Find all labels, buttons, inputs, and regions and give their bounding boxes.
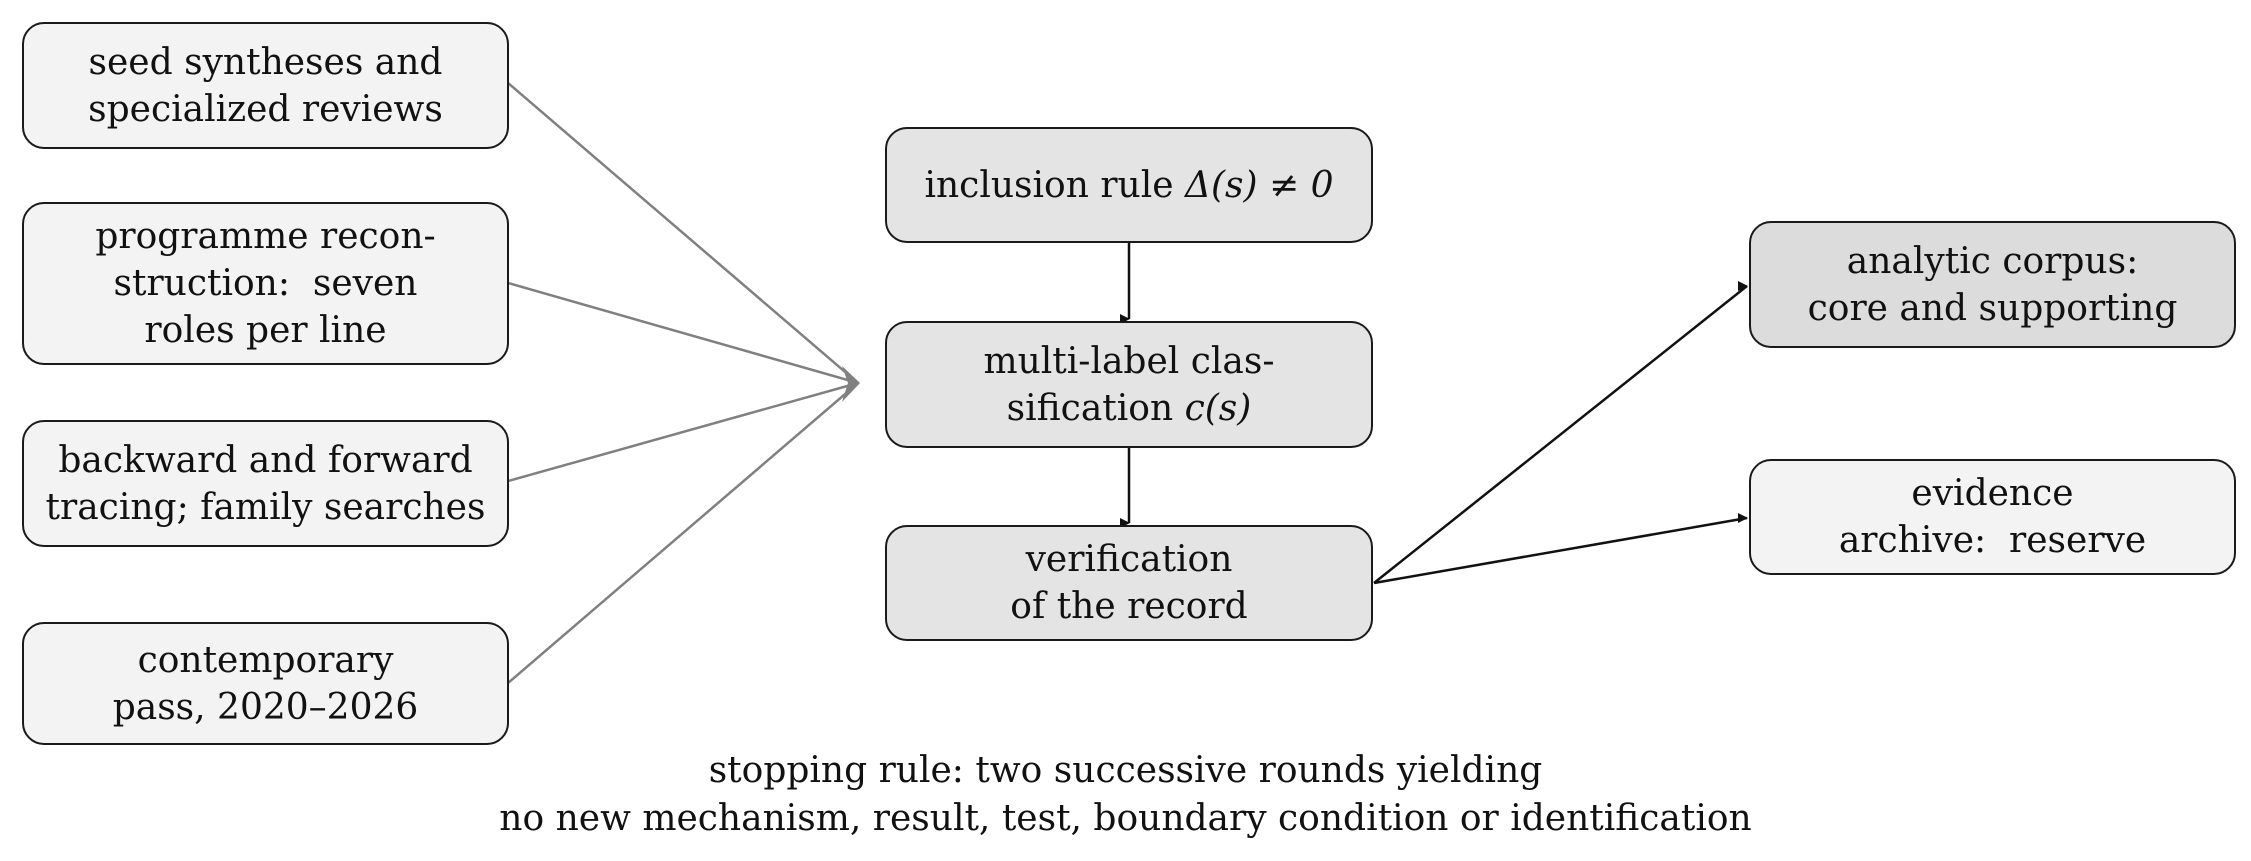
classification-node: multi-label clas- sification c(s) xyxy=(885,321,1373,448)
analytic-corpus-line-1: analytic corpus: xyxy=(1846,240,2139,282)
classification-text: sification xyxy=(1006,387,1185,429)
source-contemporary-line-1: contemporary xyxy=(137,639,394,681)
evidence-archive-line-1: evidence xyxy=(1911,473,2074,514)
source-programme-line-1: programme recon- xyxy=(95,216,436,257)
stopping-rule-line-1: stopping rule: two successive rounds yie… xyxy=(708,750,1543,791)
verification-line-2: of the record xyxy=(1010,586,1248,627)
edge-programme-to-merge xyxy=(507,281,859,385)
stopping-rule-caption: stopping rule: two successive rounds yie… xyxy=(0,747,2251,843)
analytic-corpus-node: analytic corpus: core and supporting xyxy=(1749,221,2236,348)
inclusion-rule-text: inclusion rule xyxy=(924,164,1185,206)
classification-line-2: sification c(s) xyxy=(1007,385,1252,432)
source-programme-line-3: roles per line xyxy=(144,310,387,351)
evidence-archive-node: evidence archive: reserve xyxy=(1749,459,2236,575)
evidence-archive-line-2: archive: reserve xyxy=(1838,520,2147,561)
source-backward-forward-tracing: backward and forward tracing; family sea… xyxy=(22,420,509,547)
source-seed-line-2: specialized reviews xyxy=(88,88,443,130)
edge-seed-to-merge xyxy=(507,82,859,384)
source-contemporary-line-2: pass, 2020–2026 xyxy=(112,686,419,728)
edge-verification-to-archive xyxy=(1373,513,1748,585)
source-tracing-line-1: backward and forward xyxy=(58,439,473,481)
classification-line-1: multi-label clas- xyxy=(983,340,1275,382)
source-contemporary-pass: contemporary pass, 2020–2026 xyxy=(22,622,509,745)
inclusion-rule-node: inclusion rule Δ(s) ≠ 0 xyxy=(885,127,1373,243)
edge-tracing-to-merge xyxy=(507,381,859,483)
source-seed-syntheses: seed syntheses and specialized reviews xyxy=(22,22,509,149)
analytic-corpus-line-2: core and supporting xyxy=(1807,287,2178,329)
source-tracing-line-2: tracing; family searches xyxy=(45,486,486,528)
inclusion-rule-formula: Δ(s) ≠ 0 xyxy=(1184,164,1334,206)
edge-contemporary-to-merge xyxy=(507,382,859,684)
classification-formula: c(s) xyxy=(1184,387,1252,429)
merge-arrowhead xyxy=(842,366,860,402)
verification-node: verification of the record xyxy=(885,525,1373,641)
source-programme-line-2: struction: seven xyxy=(113,263,418,304)
stopping-rule-line-2: no new mechanism, result, test, boundary… xyxy=(499,798,1752,839)
source-seed-line-1: seed syntheses and xyxy=(88,41,443,83)
edge-verification-to-corpus xyxy=(1373,281,1748,584)
verification-line-1: verification xyxy=(1025,539,1233,580)
inclusion-rule-label: inclusion rule Δ(s) ≠ 0 xyxy=(924,162,1333,209)
source-programme-reconstruction: programme recon- struction: seven roles … xyxy=(22,202,509,365)
